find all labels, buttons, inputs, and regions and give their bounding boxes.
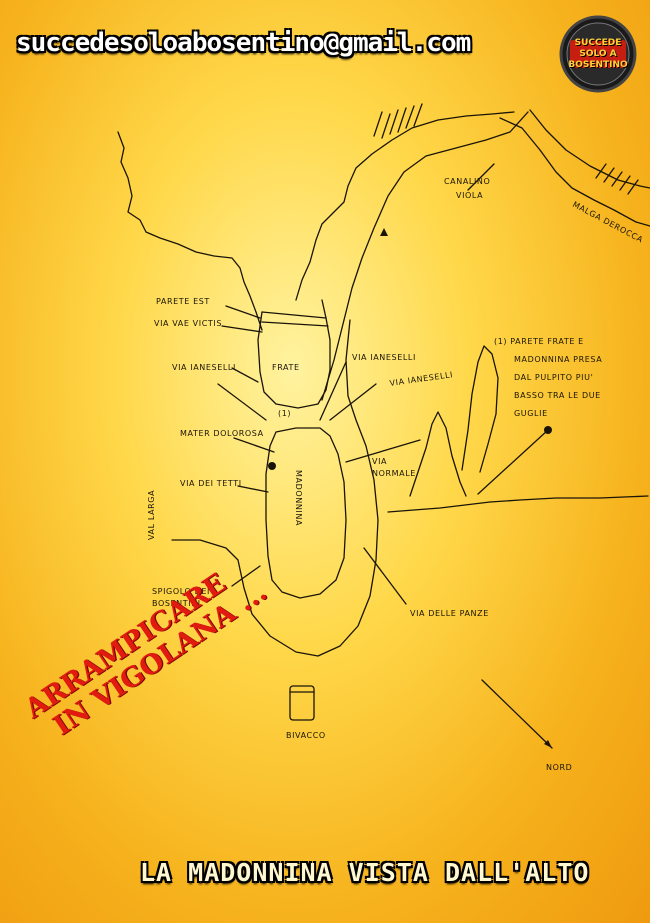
label-bivacco: BIVACCO: [286, 731, 326, 740]
label-ianeselli-mid: VIA IANESELLI: [389, 370, 454, 388]
arrow-panze: [363, 547, 407, 605]
label-spigolo-2: BOSENTINI: [152, 599, 201, 608]
label-ianeselli-left: VIA IANESELLI: [172, 363, 236, 372]
arrowhead-nord: [544, 740, 552, 748]
note-line-2: MADONNINA PRESA: [514, 355, 602, 364]
arrow-ianeselli-mid: [329, 383, 377, 421]
label-spigolo-1: SPIGOLO DEI: [152, 587, 210, 596]
bivacco-shape: [289, 685, 315, 721]
mater-dot: [268, 462, 276, 470]
logo-line-1: SUCCEDE: [574, 37, 622, 48]
arrowhead-up: [380, 228, 388, 236]
label-val-larga: VAL LARGA: [147, 490, 156, 540]
note-line-4: BASSO TRA LE DUE: [514, 391, 601, 400]
frate-stripes: [261, 311, 329, 327]
label-panze: VIA DELLE PANZE: [410, 609, 489, 618]
logo-line-2: SOLO A: [579, 48, 617, 59]
note-line-3: DAL PULPITO PIU': [514, 373, 593, 382]
label-marker-1: (1): [278, 409, 291, 418]
label-mater: MATER DOLOROSA: [180, 429, 264, 438]
label-canalino-1: CANALINO: [444, 177, 490, 186]
right-valley-line: [499, 117, 650, 227]
arrow-vae-victis: [221, 325, 263, 333]
guglie-left: [409, 411, 467, 497]
madonnina-outline: [265, 427, 347, 599]
logo-badge-icon: [559, 15, 637, 93]
arrow-to-frate-base: [217, 383, 267, 421]
top-hatching: [373, 103, 423, 139]
contact-email[interactable]: succedesoloabosentino@gmail.com: [16, 28, 471, 58]
footer-title: LA MADONNINA VISTA DALL'ALTO: [140, 858, 590, 887]
horizon-line: [387, 495, 649, 513]
label-frate: FRATE: [272, 363, 300, 372]
logo-line-3: BOSENTINO: [568, 59, 628, 70]
label-tetti: VIA DEI TETTI: [180, 479, 242, 488]
arrow-parete-est: [225, 305, 261, 319]
logo-badge: SUCCEDE SOLO A BOSENTINO: [558, 14, 638, 94]
arrow-tetti: [237, 485, 269, 493]
label-nord: NORD: [546, 763, 572, 772]
logo-text: SUCCEDE SOLO A BOSENTINO: [558, 14, 638, 94]
approach-loop: [171, 319, 379, 657]
upper-ridge: [295, 111, 515, 301]
arrow-normale: [345, 439, 421, 463]
label-vae-victis: VIA VAE VICTIS: [154, 319, 222, 328]
arrow-canalino: [467, 163, 495, 191]
note-line-1: (1) PARETE FRATE E: [494, 337, 584, 346]
arrow-spigolo: [231, 565, 261, 587]
right-hatching: [595, 163, 639, 195]
note-line-5: GUGLIE: [514, 409, 548, 418]
label-normale-2: NORMALE: [372, 469, 416, 478]
label-canalino-2: VIOLA: [456, 191, 483, 200]
arrow-pulpito: [477, 429, 549, 495]
label-madonnina: MADONNINA: [294, 470, 303, 526]
label-ianeselli-top: VIA IANESELLI: [352, 353, 416, 362]
pulpito-dot: [544, 426, 552, 434]
left-cliff-line: [117, 131, 263, 331]
arrow-ianeselli-left: [231, 367, 259, 383]
right-valley-line-2: [529, 109, 650, 189]
arrow-ianeselli-top: [319, 361, 347, 421]
guglie-right: [461, 345, 499, 473]
label-parete-est: PARETE EST: [156, 297, 210, 306]
arrow-mater: [233, 437, 275, 453]
frate-outline: [257, 299, 331, 409]
label-normale-1: VIA: [372, 457, 387, 466]
canalino-path: [321, 111, 529, 401]
arrow-nord: [481, 679, 553, 749]
